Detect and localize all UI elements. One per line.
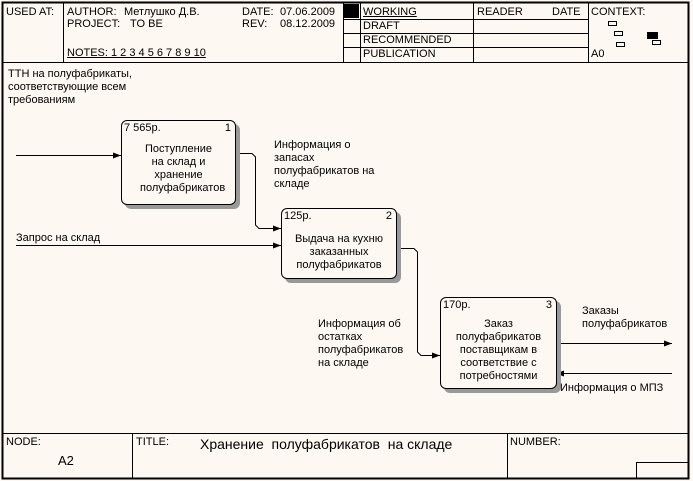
activity-label: Заказ полуфабрикатов поставщикам в соотв…: [455, 318, 542, 382]
arrow-label-request: Запрос на склад: [16, 232, 101, 244]
node-value: A2: [58, 453, 74, 468]
date-value: 07.06.2009: [280, 6, 336, 18]
activity-box-3[interactable]: 170р. 3 Заказ полуфабрикатов поставщикам…: [440, 297, 557, 389]
author-value: Метлушко Д.В.: [124, 6, 200, 18]
title-label: TITLE:: [136, 436, 170, 448]
activity-number: 1: [224, 122, 231, 134]
activity-box-2[interactable]: 125р. 2 Выдача на кухню заказанных полуф…: [281, 208, 397, 279]
date-label: DATE:: [242, 6, 274, 18]
rev-label: REV:: [242, 18, 268, 30]
activity-cost: 170р.: [443, 299, 471, 311]
reader-date-label: DATE: [552, 6, 581, 18]
activity-cost: 7 565р.: [124, 122, 161, 134]
status-recommended: RECOMMENDED: [363, 34, 452, 46]
project-value: TO BE: [130, 18, 163, 30]
arrow-label-stock-info: Информация о запасах полуфабрикатов на с…: [274, 139, 375, 190]
arrow-label-remains-info: Информация об остатках полуфабрикатов на…: [318, 318, 404, 369]
activity-number: 2: [385, 210, 392, 222]
arrow-label-ttn: ТТН на полуфабрикаты, соответствующие вс…: [8, 68, 132, 106]
diagram-title: Хранение полуфабрикатов на складе: [200, 436, 453, 452]
activity-label: Поступление на склад и хранение полуфабр…: [140, 143, 226, 194]
activity-label: Выдача на кухню заказанных полуфабрикато…: [295, 233, 383, 271]
node-label: NODE:: [6, 436, 41, 448]
project-label: PROJECT:: [67, 18, 121, 30]
activity-number: 3: [545, 299, 552, 311]
arrow-label-mpz: Информация о МПЗ: [560, 382, 664, 394]
status-publication: PUBLICATION: [363, 48, 436, 60]
context-label: CONTEXT:: [591, 6, 646, 18]
reader-label: READER: [477, 6, 523, 18]
status-working: WORKING: [363, 6, 417, 18]
activity-cost: 125р.: [284, 210, 312, 222]
activity-box-1[interactable]: 7 565р. 1 Поступление на склад и хранени…: [121, 120, 236, 205]
status-draft: DRAFT: [363, 20, 400, 32]
rev-value: 08.12.2009: [280, 18, 336, 30]
number-label: NUMBER:: [510, 436, 561, 448]
used-at-label: USED AT:: [6, 6, 55, 18]
author-label: AUTHOR:: [67, 6, 117, 18]
notes: NOTES: 1 2 3 4 5 6 7 8 9 10: [67, 47, 206, 59]
arrow-label-orders: Заказы полуфабрикатов: [582, 305, 668, 330]
context-node: A0: [591, 48, 605, 60]
